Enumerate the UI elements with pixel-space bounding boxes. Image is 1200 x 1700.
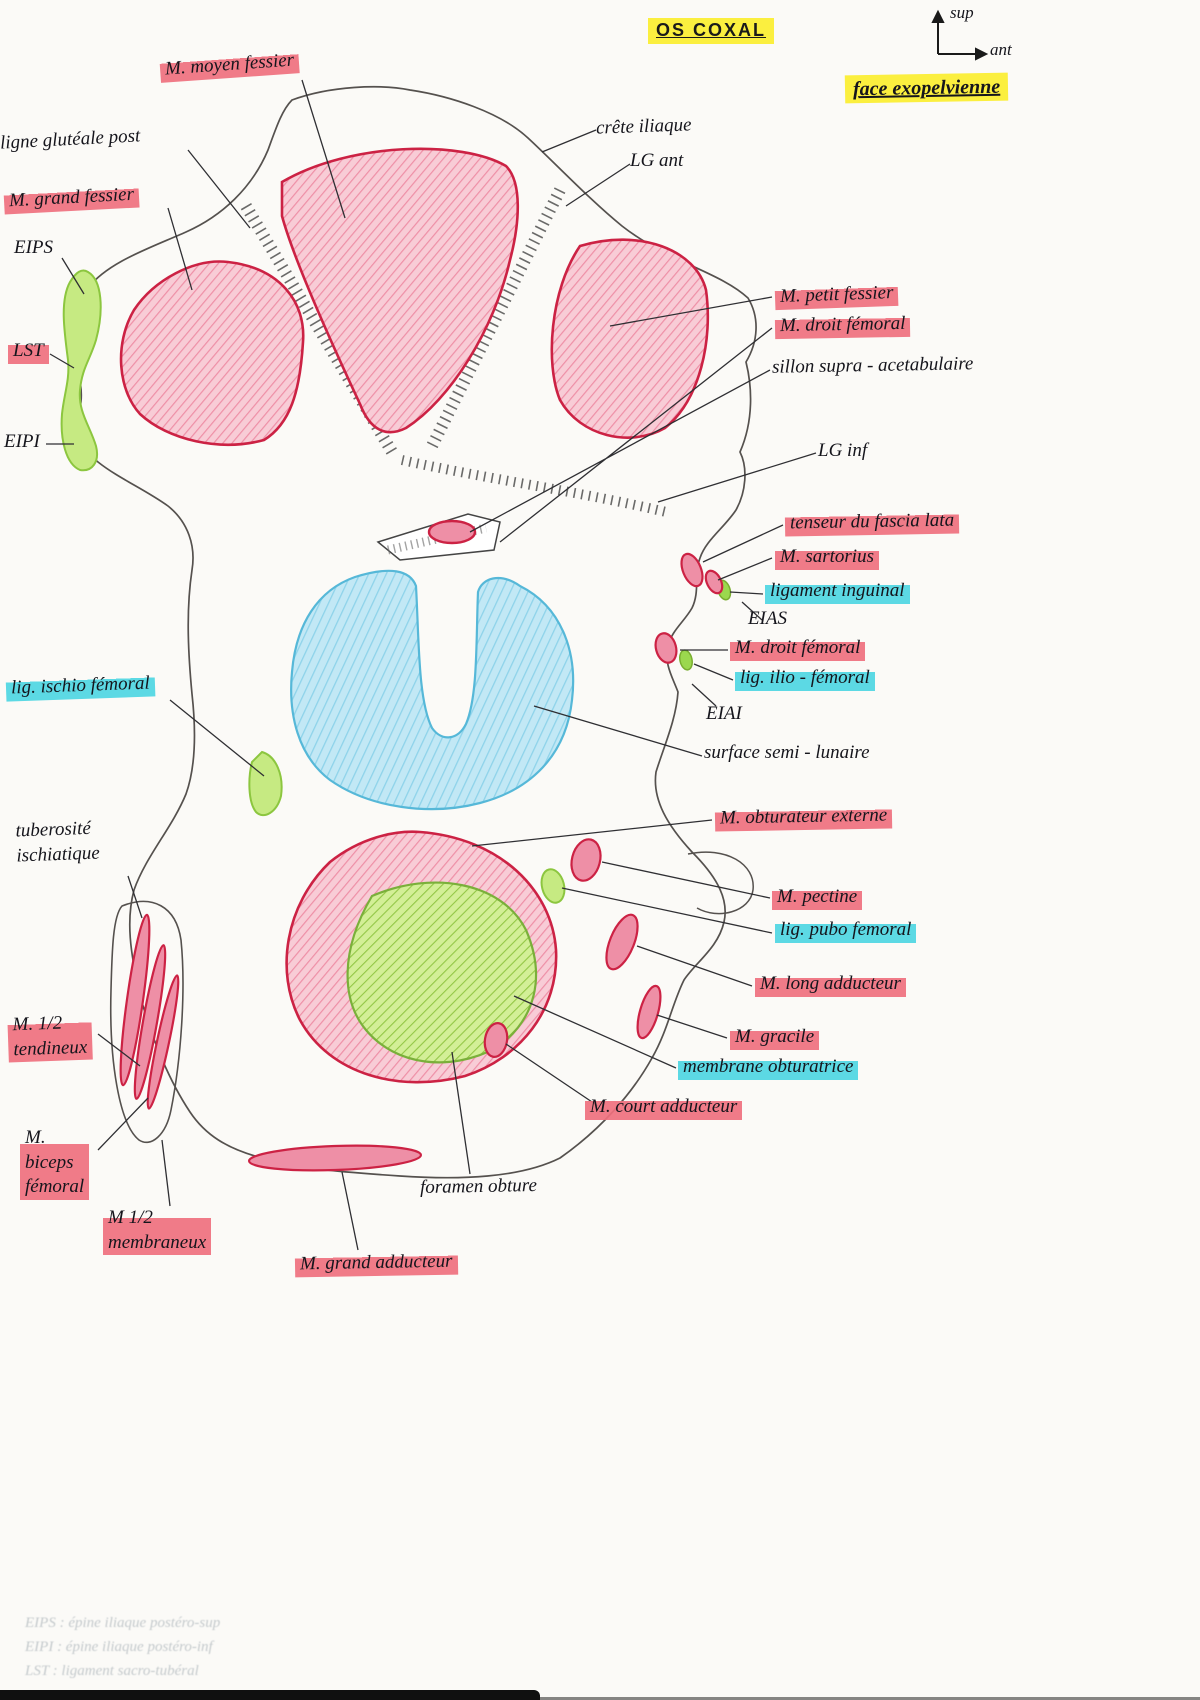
rectus-femoris-spot — [654, 632, 678, 664]
label-pectine: M. pectine — [772, 885, 863, 910]
semitendinosus-strip — [119, 913, 151, 1087]
iliofemoral-ligament-spot — [679, 649, 693, 671]
pubic-outline-detail — [687, 851, 754, 915]
label-court-adducteur: M. court adducteur — [585, 1095, 743, 1120]
adductor-brevis-spot — [483, 1022, 509, 1058]
pectineus-spot — [570, 838, 602, 882]
page-subtitle: face exopelvienne — [844, 72, 1009, 104]
label-petit-fessier: M. petit fessier — [774, 280, 899, 310]
semimembranosus-strip — [146, 974, 180, 1110]
ischiofemoral-ligament-zone — [248, 750, 283, 817]
label-droit-femoral-sup: M. droit fémoral — [774, 311, 911, 339]
gluteal-line-hatching — [240, 187, 668, 517]
gluteus-minimus-field — [550, 238, 710, 439]
label-lst: LST — [8, 339, 49, 364]
label-lig-ischio-femoral: lig. ischio fémoral — [5, 671, 156, 702]
page-title: OS COXAL — [648, 18, 775, 44]
label-lig-pubo-femoral: lig. pubo femoral — [775, 918, 917, 943]
label-droit-femoral-inf: M. droit fémoral — [730, 636, 866, 661]
compass-sup-label: sup — [950, 3, 974, 22]
tensor-fascia-lata-spot — [680, 552, 704, 588]
label-eiai: EIAI — [706, 703, 742, 724]
leader-lines — [46, 79, 817, 1251]
label-foramen-obture: foramen obture — [419, 1174, 538, 1199]
legend-faint-line1: EIPS : épine iliaque postéro-sup — [25, 1615, 221, 1631]
label-lg-ant: LG ant — [630, 150, 684, 171]
label-ligament-inguinal: ligament inguinal — [765, 579, 910, 604]
label-lg-inf: LG inf — [818, 440, 868, 461]
label-demi-tendineux: M. 1/2 tendineux — [7, 1010, 93, 1063]
scan-edge-artifact — [0, 1690, 540, 1700]
label-eips: EIPS — [14, 237, 54, 258]
label-tenseur-fascia-lata: tenseur du fascia lata — [784, 508, 960, 537]
label-demi-membraneux: M 1/2 membraneux — [103, 1206, 212, 1256]
hip-bone-outline — [71, 85, 757, 1179]
label-surface-semi-lunaire: surface semi - lunaire — [704, 742, 870, 763]
label-membrane-obturatrice: membrane obturatrice — [678, 1055, 859, 1080]
label-grand-adducteur: M. grand adducteur — [294, 1249, 458, 1278]
sacrotuberous-ligament-zone — [60, 269, 102, 472]
supra-acetabular-red-spot — [427, 519, 477, 545]
label-crete-iliaque: crête iliaque — [595, 114, 692, 139]
biceps-femoris-strip — [133, 944, 167, 1100]
red-attachment-spots — [119, 552, 724, 1172]
label-long-adducteur: M. long adducteur — [755, 972, 906, 997]
label-gracile: M. gracile — [730, 1025, 820, 1050]
label-obturateur-externe: M. obturateur externe — [714, 803, 893, 832]
label-lig-ilio-femoral: lig. ilio - fémoral — [735, 666, 875, 691]
pubofemoral-ligament-spot — [540, 868, 566, 904]
label-eipi: EIPI — [4, 431, 40, 452]
label-eias: EIAS — [748, 608, 788, 629]
gluteus-medius-field — [280, 147, 520, 434]
compass-ant-label: ant — [990, 40, 1012, 59]
label-sartorius: M. sartorius — [775, 545, 879, 570]
lunate-surface — [290, 569, 575, 811]
label-sillon-supra-acetabulaire: sillon supra - acetabulaire — [771, 353, 974, 378]
legend-faint-line3: LST : ligament sacro-tubéral — [25, 1663, 199, 1679]
ischial-tuberosity-outline — [109, 900, 184, 1144]
scan-bottom-line — [0, 1697, 1200, 1700]
adductor-magnus-strip — [247, 1144, 423, 1172]
gluteus-maximus-field — [119, 260, 305, 446]
label-biceps-femoral: M. biceps fémoral — [20, 1126, 90, 1201]
gracilis-spot — [636, 984, 662, 1040]
orientation-compass — [931, 9, 989, 61]
adductor-longus-spot — [605, 913, 639, 971]
label-tuberosite-ischiatique: tuberosité ischiatique — [15, 817, 101, 867]
legend-faint-line2: EIPI : épine iliaque postéro-inf — [25, 1639, 213, 1655]
